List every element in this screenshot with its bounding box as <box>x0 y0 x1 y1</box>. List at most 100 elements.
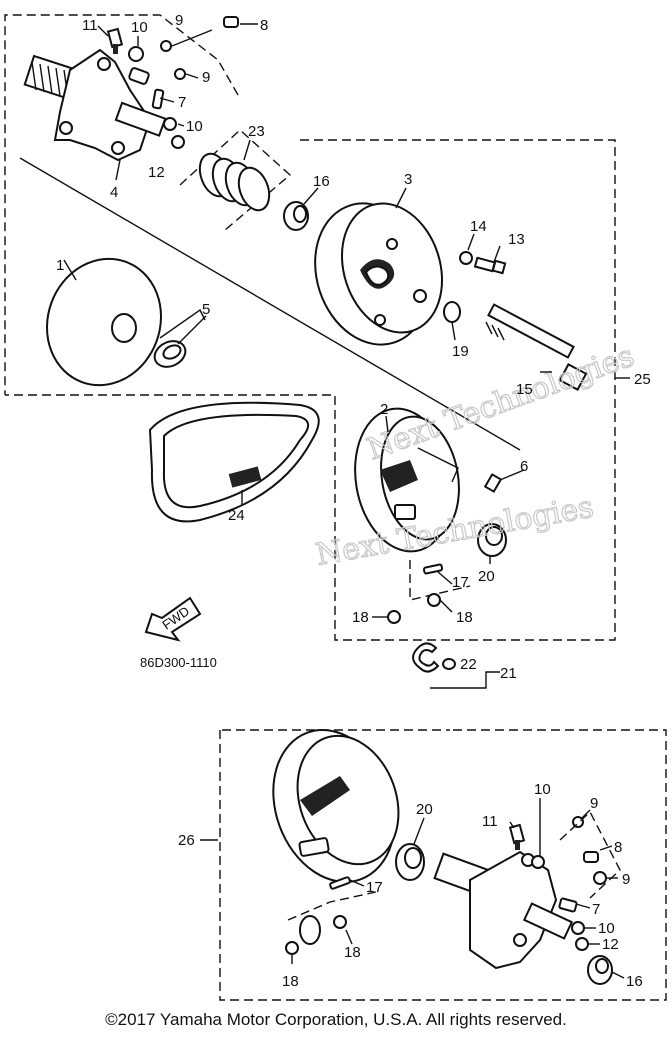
part-17-pin <box>422 563 444 575</box>
fwd-arrow-icon: FWD <box>144 596 202 642</box>
callout-24: 24 <box>228 507 245 524</box>
part-9-nut-lower <box>174 68 186 80</box>
part-23-spring <box>198 152 271 212</box>
part-12-nut <box>171 135 185 149</box>
part-15-long-bolt <box>485 303 588 391</box>
part-24-drive-belt <box>148 401 320 523</box>
callout-9-lower: 9 <box>590 795 598 812</box>
part-16-bushing-lower <box>587 955 613 985</box>
part-10-washer-lower-b <box>571 921 585 935</box>
callout-12-lower: 12 <box>602 936 619 953</box>
callout-13: 13 <box>508 231 525 248</box>
part-13-bolt <box>473 256 507 275</box>
callout-18-lower-b: 18 <box>282 973 299 990</box>
callout-14: 14 <box>470 218 487 235</box>
callout-1: 1 <box>56 257 64 274</box>
callout-9-lower-b: 9 <box>622 871 630 888</box>
leader-lines <box>63 23 625 979</box>
callout-18-lower: 18 <box>344 944 361 961</box>
group-9-bracket-lower <box>559 810 621 899</box>
part-1-fixed-sheave <box>46 257 162 387</box>
callout-3: 3 <box>404 171 412 188</box>
part-9-nut <box>160 40 172 52</box>
callout-23: 23 <box>248 123 265 140</box>
part-4-spider-shaft <box>23 48 167 162</box>
group-outline-25 <box>5 139 616 641</box>
part-5-bushing <box>153 340 187 368</box>
part-7-roller-lower <box>558 897 578 913</box>
part-9-nut-lower-a <box>572 816 584 828</box>
part-18-nut-d <box>285 941 299 955</box>
group-outline-spring <box>179 129 292 231</box>
callout-8: 8 <box>260 17 268 34</box>
copyright-notice: ©2017 Yamaha Motor Corporation, U.S.A. A… <box>105 1010 567 1029</box>
callout-17: 17 <box>452 574 469 591</box>
callout-5: 5 <box>202 301 210 318</box>
callout-10-b: 10 <box>186 118 203 135</box>
part-10-washer <box>128 46 144 62</box>
part-18-nut-a <box>387 610 401 624</box>
part-10-washer-lower-a <box>531 855 545 869</box>
callout-7: 7 <box>178 94 186 111</box>
group-5-bracket <box>159 308 206 339</box>
part-4-spider-shaft-lower <box>433 850 574 970</box>
callout-8-lower: 8 <box>614 839 622 856</box>
part-14-washer <box>459 251 473 265</box>
callout-2: 2 <box>380 401 388 418</box>
callout-18: 18 <box>352 609 369 626</box>
part-8-pin <box>223 16 239 28</box>
callout-20: 20 <box>478 568 495 585</box>
part-3-cover <box>314 202 443 346</box>
part-2-sliding-sheave <box>354 407 460 553</box>
part-18-nut-c <box>333 915 347 929</box>
part-17-pin-lower <box>329 876 351 890</box>
callout-16: 16 <box>313 173 330 190</box>
callout-19: 19 <box>452 343 469 360</box>
part-10-washer-lower <box>163 117 177 131</box>
callout-11-lower: 11 <box>482 813 498 830</box>
slider-piece-lower <box>299 915 321 945</box>
callout-12: 12 <box>148 164 165 181</box>
part-9-nut-lower-b <box>593 871 607 885</box>
part-12-nut-lower <box>575 937 589 951</box>
group-outline-26 <box>219 729 667 1001</box>
callout-10-lower-b: 10 <box>598 920 615 937</box>
callout-10: 10 <box>131 19 148 36</box>
callout-20-lower: 20 <box>416 801 433 818</box>
group-outline-top-left <box>4 14 239 395</box>
part-16-bushing <box>283 201 309 231</box>
callout-22: 22 <box>460 656 477 673</box>
part-6-slider <box>483 473 503 493</box>
callout-15: 15 <box>516 381 533 398</box>
callout-11: 11 <box>82 17 98 34</box>
callout-17-lower: 17 <box>366 879 383 896</box>
callout-25: 25 <box>634 371 651 388</box>
part-20-bushing-lower <box>395 843 425 881</box>
part-11-bolt <box>106 27 124 54</box>
callout-21: 21 <box>500 665 517 682</box>
callout-labels: 11 10 9 8 9 7 10 12 4 23 16 3 14 13 1 5 … <box>56 12 651 990</box>
callout-4: 4 <box>110 184 118 201</box>
callout-18-b: 18 <box>456 609 473 626</box>
part-21-clip <box>412 642 456 673</box>
group-18-bracket-lower <box>287 891 377 921</box>
group-21-bracket <box>430 671 500 689</box>
weight-pin-cluster <box>128 67 150 85</box>
assembly-axis-line <box>19 157 521 451</box>
callout-6: 6 <box>520 458 528 475</box>
part-18-nut-b <box>427 593 441 607</box>
part-19-washer <box>443 301 461 323</box>
part-2-sheave-lower <box>272 729 400 883</box>
svg-text:Next Technologies: Next Technologies <box>363 338 639 467</box>
callout-10-lower: 10 <box>534 781 551 798</box>
part-7-roller <box>151 88 165 110</box>
callout-9: 9 <box>175 12 183 29</box>
callout-16-lower: 16 <box>626 973 643 990</box>
callout-7-lower: 7 <box>592 901 600 918</box>
part-8-pin-lower <box>583 851 599 863</box>
callout-26: 26 <box>178 832 195 849</box>
part-20-bushing <box>477 523 507 557</box>
part-11-bolt-lower <box>508 823 526 850</box>
callout-9-b: 9 <box>202 69 210 86</box>
